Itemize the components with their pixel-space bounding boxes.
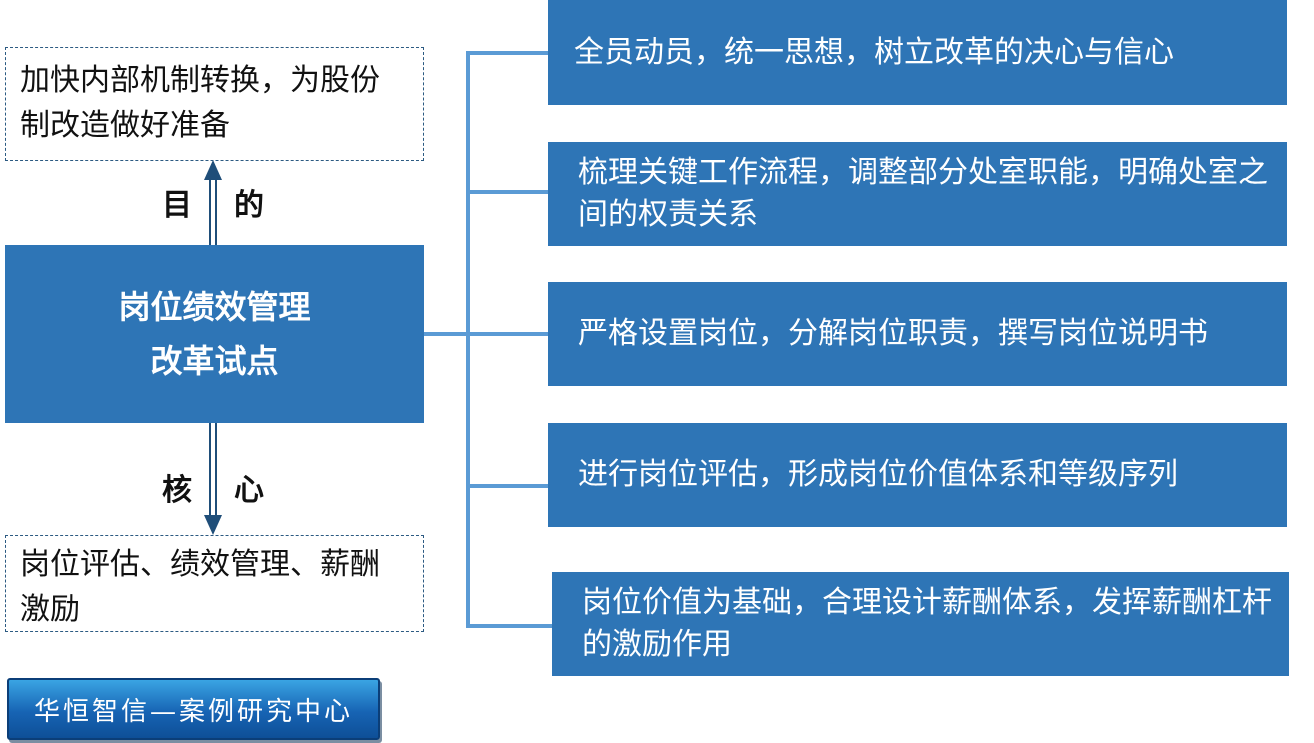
purpose-box: 加快内部机制转换，为股份制改造做好准备 <box>5 47 424 161</box>
step-box-3: 严格设置岗位，分解岗位职责，撰写岗位说明书 <box>548 282 1287 386</box>
connector-step-2 <box>466 190 548 194</box>
step-box-1: 全员动员，统一思想，树立改革的决心与信心 <box>548 0 1287 105</box>
core-label-left: 核 <box>162 473 192 508</box>
core-text: 岗位评估、绩效管理、薪酬激励 <box>20 547 380 627</box>
step-box-5: 岗位价值为基础，合理设计薪酬体系，发挥薪酬杠杆的激励作用 <box>552 572 1289 676</box>
step-text-2: 梳理关键工作流程，调整部分处室职能，明确处室之间的权责关系 <box>578 155 1268 232</box>
connector-step-4 <box>466 484 548 488</box>
step-box-4: 进行岗位评估，形成岗位价值体系和等级序列 <box>548 423 1287 527</box>
purpose-text: 加快内部机制转换，为股份制改造做好准备 <box>20 63 380 143</box>
connector-step-5 <box>466 624 552 628</box>
step-text-3: 严格设置岗位，分解岗位职责，撰写岗位说明书 <box>578 316 1208 351</box>
core-box: 岗位评估、绩效管理、薪酬激励 <box>5 535 424 632</box>
footer-badge: 华恒智信—案例研究中心 <box>7 678 380 740</box>
step-text-5: 岗位价值为基础，合理设计薪酬体系，发挥薪酬杠杆的激励作用 <box>582 585 1272 662</box>
purpose-label-right: 的 <box>234 188 264 223</box>
connector-center <box>424 332 470 336</box>
footer-badge-text: 华恒智信—案例研究中心 <box>33 696 353 727</box>
step-box-2: 梳理关键工作流程，调整部分处室职能，明确处室之间的权责关系 <box>548 142 1287 246</box>
down-arrow-icon <box>204 423 222 535</box>
purpose-label-left: 目 <box>162 188 192 223</box>
step-text-4: 进行岗位评估，形成岗位价值体系和等级序列 <box>578 457 1178 492</box>
center-title-line1: 岗位绩效管理 <box>118 288 311 326</box>
connector-step-1 <box>466 51 548 55</box>
center-box: 岗位绩效管理 改革试点 <box>5 245 424 423</box>
step-text-1: 全员动员，统一思想，树立改革的决心与信心 <box>574 34 1174 70</box>
center-title-line2: 改革试点 <box>150 342 279 380</box>
up-arrow-icon <box>204 160 222 246</box>
core-label-right: 心 <box>234 473 264 508</box>
connector-step-3 <box>466 332 548 336</box>
connector-trunk <box>466 51 470 628</box>
